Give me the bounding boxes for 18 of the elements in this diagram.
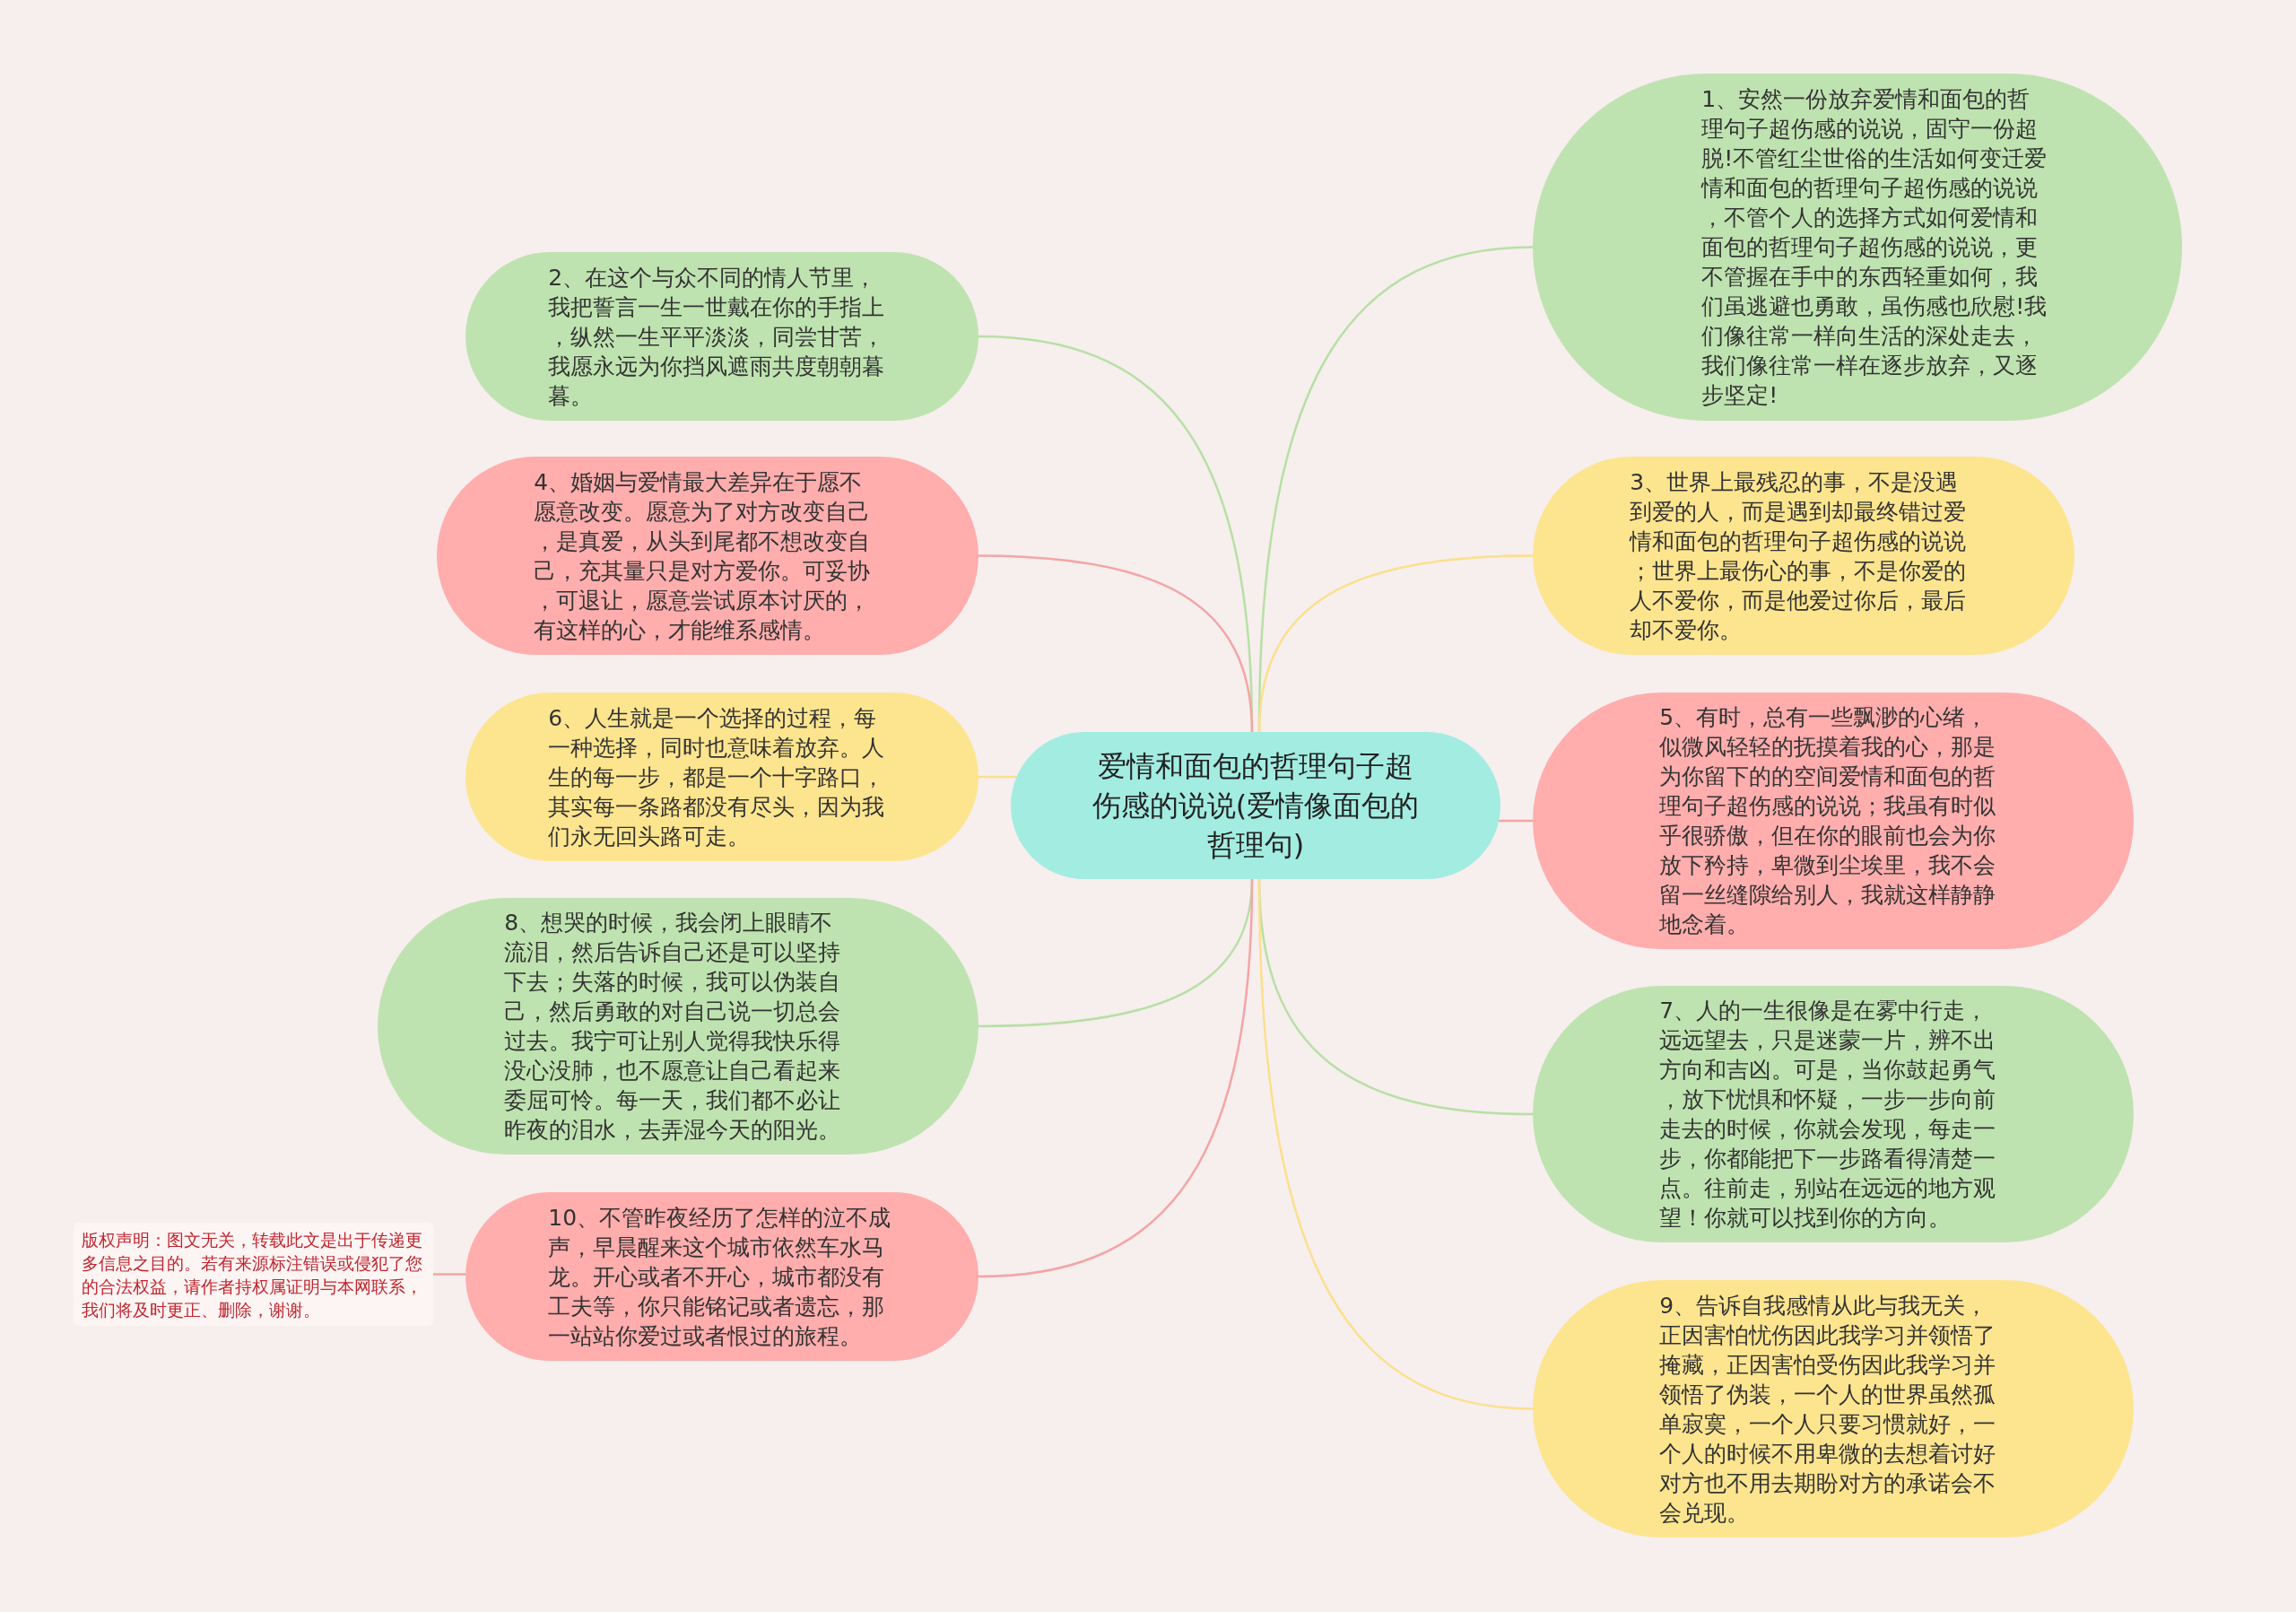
- branch-line: [978, 775, 1017, 779]
- quote-text: 7、人的一生很像是在雾中行走，远远望去，只是迷蒙一片，辨不出方向和吉凶。可是，当你鼓起勇气，放下忧惧和怀疑，一步一步向前走去的时候，你就会发现，每走一步，你都能把下一步路看得清楚一点。往前走，别站在远远的地方观望！你就可以找到你的方向。: [1659, 997, 1997, 1233]
- quote-text: 4、婚姻与爱情最大差异在于愿不愿意改变。愿意为了对方改变自己，是真爱，从头到尾都不想改变自己，充其量只是对方爱你。可妥协，可退让，愿意尝试原本讨厌的，有这样的心，才能维系感情。: [534, 467, 872, 645]
- quote-text: 1、安然一份放弃爱情和面包的哲理句子超伤感的说说，固守一份超脱!不管红尘世俗的生活如何变迁爱情和面包的哲理句子超伤感的说说，不管个人的选择方式如何爱情和面包的哲理句子超伤感的说说，更不管握在手中的东西轻重如何，我们虽逃避也勇敢，虽伤感也欣慰!我们像往常一样向生活的深处走去，我们像往常一样在逐步放弃，又逐步坚定!: [1701, 85, 2048, 410]
- topic-title: 爱情和面包的哲理句子超伤感的说说(爱情像面包的哲理句): [1091, 748, 1421, 864]
- branch-line: [1499, 819, 1533, 823]
- quote-text: 10、不管昨夜经历了怎样的泣不成声，早晨醒来这个城市依然车水马龙。开心或者不开心，城市都没有工夫等，你只能铭记或者遗忘，那一站站你爱过或者恨过的旅程。: [548, 1203, 892, 1351]
- notice-text: 版权声明：图文无关，转载此文是出于传递更多信息之目的。若有来源标注错误或侵犯了您的合法权益，请作者持权属证明与本网联系，我们将及时更正、删除，谢谢。: [81, 1228, 423, 1321]
- branch-line: [1257, 554, 1534, 733]
- quote-text: 2、在这个与众不同的情人节里，我把誓言一生一世戴在你的手指上，纵然一生平平淡淡，同尝甘苦，我愿永远为你挡风遮雨共度朝朝暮暮。: [548, 263, 886, 411]
- quote-text: 6、人生就是一个选择的过程，每一种选择，同时也意味着放弃。人生的每一步，都是一个十字路口，其实每一条路都没有尽头，因为我们永无回头路可走。: [548, 703, 886, 851]
- branch-line: [978, 878, 1254, 1278]
- branch-line: [1257, 878, 1534, 1410]
- branch-line: [978, 554, 1254, 733]
- quote-text: 3、世界上最残忍的事，不是没遇到爱的人，而是遇到却最终错过爱情和面包的哲理句子超伤感的说说；世界上最伤心的事，不是你爱的人不爱你，而是他爱过你后，最后却不爱你。: [1630, 467, 1968, 645]
- quote-text: 8、想哭的时候，我会闭上眼睛不流泪，然后告诉自己还是可以坚持下去；失落的时候，我可以伪装自己，然后勇敢的对自己说一切总会过去。我宁可让别人觉得我快乐得没心没肺，也不愿意让自己看起来委屈可怜。每一天，我们都不必让昨夜的泪水，去弄湿今天的阳光。: [504, 909, 842, 1145]
- quote-text: 9、告诉自我感情从此与我无关，正因害怕忧伤因此我学习并领悟了掩藏，正因害怕受伤因此我学习并领悟了伪装，一个人的世界虽然孤单寂寞，一个人只要习惯就好，一个人的时候不用卑微的去想着讨好对方也不用去期盼对方的承诺会不会兑现。: [1659, 1291, 1997, 1528]
- quote-text: 5、有时，总有一些飘渺的心绪，似微风轻轻的抚摸着我的心，那是为你留下的的空间爱情和面包的哲理句子超伤感的说说；我虽有时似乎很骄傲，但在你的眼前也会为你放下矜持，卑微到尘埃里，我不会留一丝缝隙给别人，我就这样静静地念着。: [1659, 703, 1997, 939]
